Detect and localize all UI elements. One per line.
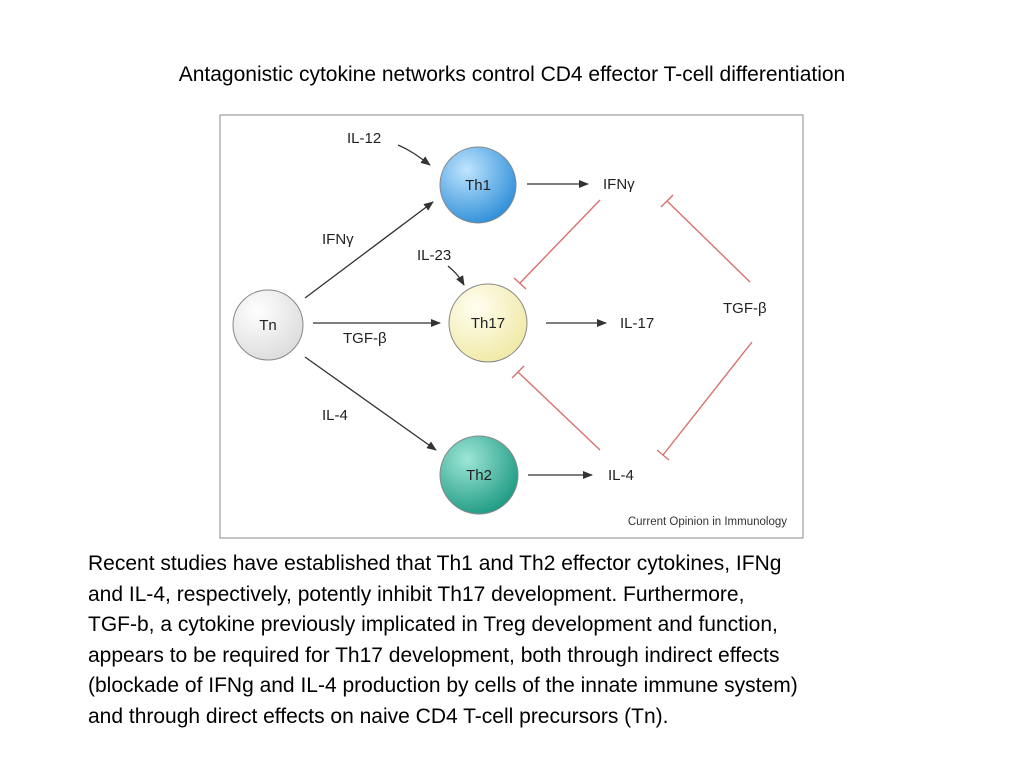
inhibit-tgfb-to-ifng-bar: [660, 194, 674, 208]
label-ifng-output: IFNγ: [603, 176, 635, 193]
caption-line: Recent studies have established that Th1…: [88, 552, 782, 575]
node-tn-label: Tn: [259, 317, 277, 334]
slide-title: Antagonistic cytokine networks control C…: [178, 63, 846, 86]
label-tgfb-center: TGF-β: [723, 300, 767, 317]
label-il12: IL-12: [347, 130, 381, 147]
caption-line: TGF-b, a cytokine previously implicated …: [88, 613, 778, 636]
inhibit-tgfb-to-il4-bar: [656, 449, 670, 461]
node-th17: Th17: [448, 283, 528, 363]
label-tgfb-input: TGF-β: [343, 330, 387, 347]
label-il4-output: IL-4: [608, 467, 634, 484]
node-tn-circle: [232, 289, 304, 361]
arrow-tn-to-th1: [304, 201, 434, 299]
figure-credit: Current Opinion in Immunology: [628, 516, 787, 528]
node-th1-circle: [439, 146, 517, 224]
differentiation-arrows: [304, 144, 607, 479]
inhibit-ifng-to-th17: [519, 199, 601, 284]
node-th1: Th1: [439, 146, 517, 224]
arrow-il12-to-th1: [397, 144, 431, 166]
caption-line: appears to be required for Th17 developm…: [88, 643, 780, 667]
node-th2-label: Th2: [466, 467, 492, 484]
inhibit-tgfb-to-ifng: [666, 200, 751, 283]
label-il4-input: IL-4: [322, 407, 348, 424]
inhibition-lines: [511, 194, 753, 461]
label-il23: IL-23: [417, 247, 451, 264]
node-th17-label: Th17: [471, 315, 505, 332]
caption-line: (blockade of IFNg and IL-4 production by…: [88, 674, 798, 697]
caption-line: and IL-4, respectively, potently inhibit…: [88, 582, 745, 606]
node-th1-label: Th1: [465, 177, 491, 194]
label-il17-output: IL-17: [620, 315, 654, 332]
inhibit-ifng-to-th17-bar: [513, 277, 527, 290]
label-ifng-input: IFNγ: [322, 231, 354, 248]
node-th17-circle: [448, 283, 528, 363]
inhibit-il4-to-th17-bar: [511, 365, 525, 379]
inhibit-il4-to-th17: [517, 371, 601, 451]
arrow-il23-to-th17: [447, 265, 465, 286]
inhibit-tgfb-to-il4: [662, 341, 753, 456]
caption-line: and through direct effects on naive CD4 …: [88, 704, 669, 728]
node-th2: Th2: [439, 435, 519, 515]
node-th2-circle: [439, 435, 519, 515]
caption-paragraph: Recent studies have established that Th1…: [88, 549, 988, 732]
arrow-tn-to-th2: [304, 356, 437, 451]
node-tn: Tn: [232, 289, 304, 361]
